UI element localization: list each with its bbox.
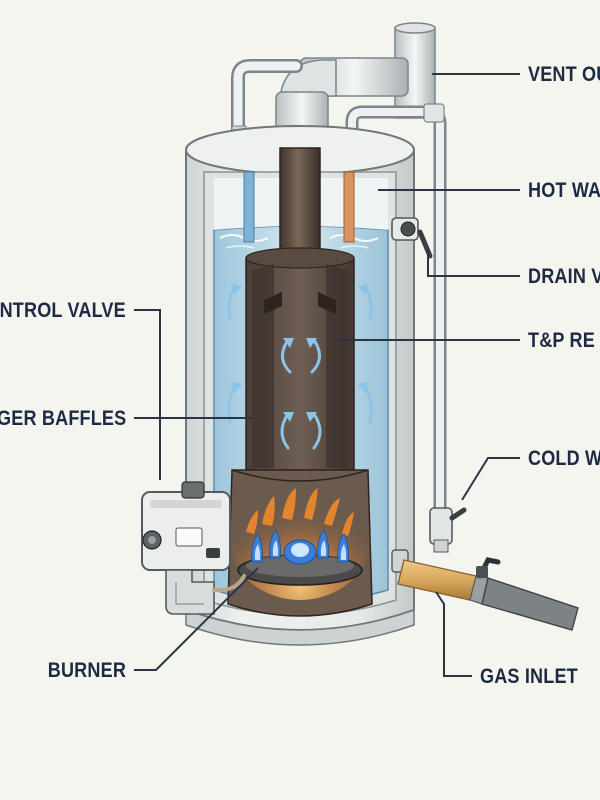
label-tp-relief: T&P RE: [528, 330, 595, 351]
label-vent-outlet: VENT OU: [528, 64, 600, 85]
cold-water-valve: [430, 508, 464, 552]
label-drain-valve: DRAIN V: [528, 266, 600, 287]
label-burner: BURNER: [48, 660, 126, 681]
label-cold-water: COLD W: [528, 448, 600, 469]
label-hot-water: HOT WA: [528, 180, 600, 201]
gas-inlet-pipe: [392, 550, 578, 630]
label-control-valve: NTROL VALVE: [0, 300, 126, 321]
label-gas-inlet: GAS INLET: [480, 666, 578, 687]
label-baffles: GER BAFFLES: [0, 408, 126, 429]
